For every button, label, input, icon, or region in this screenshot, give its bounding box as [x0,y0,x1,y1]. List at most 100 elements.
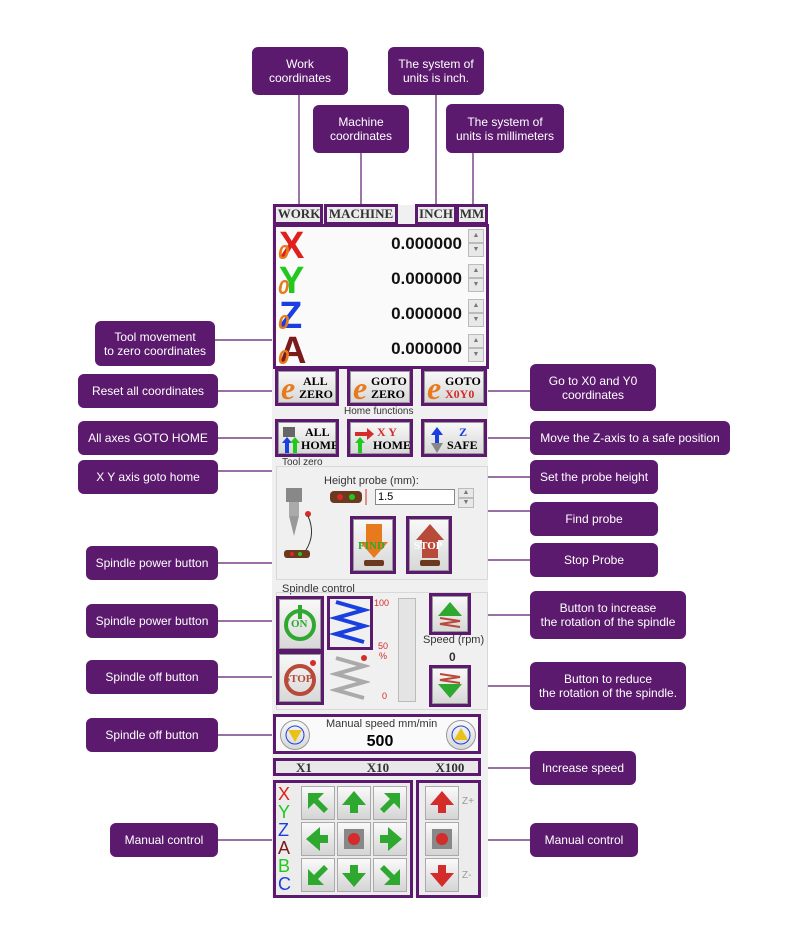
jog-up-icon [342,791,366,813]
goto-zero-button[interactable]: e GOTO ZERO [350,370,410,406]
jog-stop-button[interactable] [337,822,371,856]
callout-increase-speed: Increase speed [530,751,636,785]
stepper-down-icon[interactable]: ▼ [468,243,484,257]
xy-arrows-icon [355,428,374,453]
xy-home-button[interactable]: X Y HOME [350,422,411,454]
axis-zero-x-button[interactable]: 0 [278,242,290,264]
spindle-spring-off-icon [330,655,370,700]
multiplier-x1[interactable]: X1 [296,760,312,775]
jog-down-left-button[interactable] [301,858,335,892]
callout-all-home: All axes GOTO HOME [78,421,218,455]
goto-x0y0-label-1: GOTO [445,374,481,388]
tab-machine[interactable]: MACHINE [326,206,396,222]
multiplier-x10[interactable]: X10 [366,760,390,775]
jog-left-button[interactable] [301,822,335,856]
highlight-spindle-off [276,651,324,705]
jog-right-icon [380,827,402,851]
stop-spindle-label: STOP [284,673,313,685]
highlight-xy-home [347,419,413,457]
axis-letter-a: A [279,330,307,372]
jog-z-down-button[interactable] [425,858,459,892]
highlight-work [273,204,323,225]
dro-display [276,227,486,367]
axis-stepper-a[interactable]: ▲▼ [468,334,484,364]
tab-mm[interactable]: MM [458,206,486,222]
jog-up-left-button[interactable] [301,786,335,820]
stepper-up-icon[interactable]: ▲ [468,334,484,348]
highlight-reduce [429,665,471,707]
jog-z-up-button[interactable] [425,786,459,820]
all-zero-button[interactable]: e ALL ZERO [278,370,336,406]
jog-up-button[interactable] [337,786,371,820]
callout-probe-height: Set the probe height [530,460,658,494]
axis-stepper-y[interactable]: ▲▼ [468,264,484,294]
highlight-jog-z [416,780,481,898]
stepper-down-icon[interactable]: ▼ [468,348,484,362]
callout-manual-control-right: Manual control [530,823,638,857]
multiplier-x100[interactable]: X100 [435,760,465,775]
stepper-down-icon[interactable]: ▼ [468,278,484,292]
jog-up-left-icon [308,793,328,813]
highlight-stop-probe [406,516,452,574]
all-home-button[interactable]: ALL HOME [278,422,339,454]
power-off-icon [284,660,316,696]
callout-machine-coordinates: Machine coordinates [313,105,409,153]
all-zero-label-1: ALL [303,374,328,388]
spindle-increase-button[interactable] [432,596,468,632]
scale-0: 0 [382,691,388,701]
stepper-down-icon[interactable]: ▼ [468,313,484,327]
axis-zero-z-button[interactable]: 0 [278,312,290,334]
jog-z-stop-button[interactable] [425,822,459,856]
z-safe-button[interactable]: Z SAFE [424,422,484,454]
spindle-reduce-button[interactable] [432,668,468,704]
stepper-down-icon[interactable]: ▼ [458,498,474,508]
jog-right-button[interactable] [373,822,407,856]
triangle-up-icon [451,725,471,745]
callout-goto-x0y0: Go to X0 and Y0 coordinates [530,364,656,411]
stepper-up-icon[interactable]: ▲ [458,488,474,498]
probe-height-input[interactable] [375,489,455,505]
stepper-up-icon[interactable]: ▲ [468,229,484,243]
spindle-stop-button[interactable]: STOP [279,654,321,702]
jog-down-right-button[interactable] [373,858,407,892]
axis-stepper-x[interactable]: ▲▼ [468,229,484,259]
highlight-mm [456,204,488,225]
callout-tool-zero: Tool movement to zero coordinates [95,321,215,366]
all-home-label-1: ALL [305,425,330,439]
zero-icon: e [427,370,442,406]
probe-sensor-icon [330,489,367,505]
zero-icon: e [353,370,368,406]
highlight-goto-x0y0 [421,368,487,406]
axis-letter-y: Y [279,260,305,302]
stop-probe-button[interactable]: STOP [409,519,449,571]
spindle-speed-bar [398,598,416,702]
jog-down-button[interactable] [337,858,371,892]
find-arrow-icon [360,524,388,566]
callout-find-probe: Find probe [530,502,658,536]
callout-spindle-off-2: Spindle off button [86,718,218,752]
axis-zero-y-button[interactable]: 0 [278,277,290,299]
axis-zero-a-button[interactable]: 0 [278,347,290,369]
goto-x0y0-button[interactable]: e GOTO X0Y0 [424,370,484,406]
power-on-icon [284,605,316,641]
callout-spindle-increase: Button to increase the rotation of the s… [530,591,686,639]
axis-stepper-z[interactable]: ▲▼ [468,299,484,329]
xy-home-label-2: HOME [373,438,411,452]
home-functions-label: Home functions [344,406,414,417]
stepper-up-icon[interactable]: ▲ [468,299,484,313]
axis-value-a: 0.000000 [391,339,462,358]
spindle-spring-on-icon[interactable] [330,598,370,650]
stepper-up-icon[interactable]: ▲ [468,264,484,278]
highlight-increase [429,593,471,635]
callout-manual-control-left: Manual control [110,823,218,857]
highlight-all-zero [275,368,339,406]
jog-left-icon [306,827,328,851]
speed-decrease-button[interactable] [280,720,310,750]
jog-up-right-button[interactable] [373,786,407,820]
increase-icon [438,602,462,628]
probe-height-stepper[interactable]: ▲ ▼ [458,488,474,508]
spindle-on-button[interactable]: ON [279,599,321,649]
jog-axis-letter-a: A [278,838,291,858]
find-probe-button[interactable]: FIND [353,519,393,571]
speed-increase-button[interactable] [446,720,476,750]
